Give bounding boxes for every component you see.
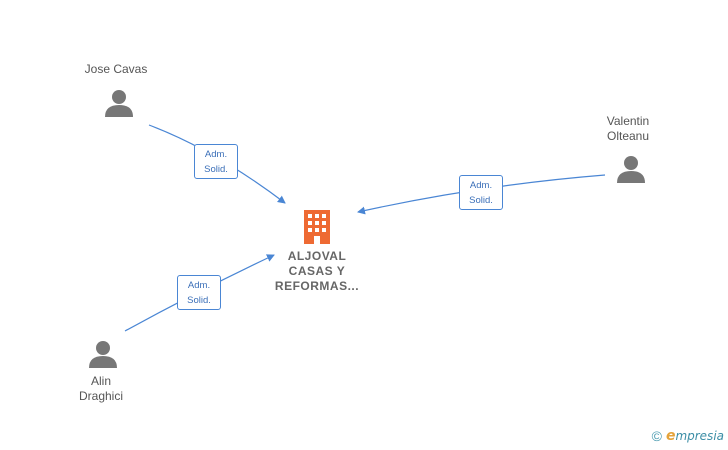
role-label: Solid. bbox=[204, 164, 228, 175]
role-label: Adm. bbox=[204, 149, 228, 160]
role-label: Solid. bbox=[469, 195, 493, 206]
building-icon[interactable] bbox=[302, 210, 332, 244]
role-badge-jose: Adm. Solid. bbox=[194, 144, 238, 179]
person-icon[interactable] bbox=[616, 154, 646, 184]
footer-brand: © empresia bbox=[652, 428, 724, 444]
role-label: Adm. bbox=[469, 180, 493, 191]
brand-rest: mpresia bbox=[675, 429, 724, 443]
copyright-symbol: © bbox=[651, 428, 662, 444]
company-name-line: REFORMAS... bbox=[274, 279, 360, 293]
role-label: Adm. bbox=[187, 280, 211, 291]
person-icon[interactable] bbox=[88, 339, 118, 369]
company-name[interactable]: ALJOVAL CASAS Y REFORMAS... bbox=[262, 249, 372, 294]
person-icon[interactable] bbox=[104, 88, 134, 118]
role-badge-valentin: Adm. Solid. bbox=[459, 175, 503, 210]
person-name-alin[interactable]: Alin Draghici bbox=[78, 374, 123, 403]
person-name-valentin[interactable]: Valentin Olteanu bbox=[606, 114, 650, 143]
role-badge-alin: Adm. Solid. bbox=[177, 275, 221, 310]
brand-initial: e bbox=[665, 428, 676, 444]
person-name-jose[interactable]: Jose Cavas bbox=[84, 62, 148, 76]
company-name-line: ALJOVAL bbox=[287, 249, 347, 263]
role-label: Solid. bbox=[187, 295, 211, 306]
brand-logo[interactable]: empresia bbox=[666, 428, 724, 444]
company-name-line: CASAS Y bbox=[288, 264, 346, 278]
